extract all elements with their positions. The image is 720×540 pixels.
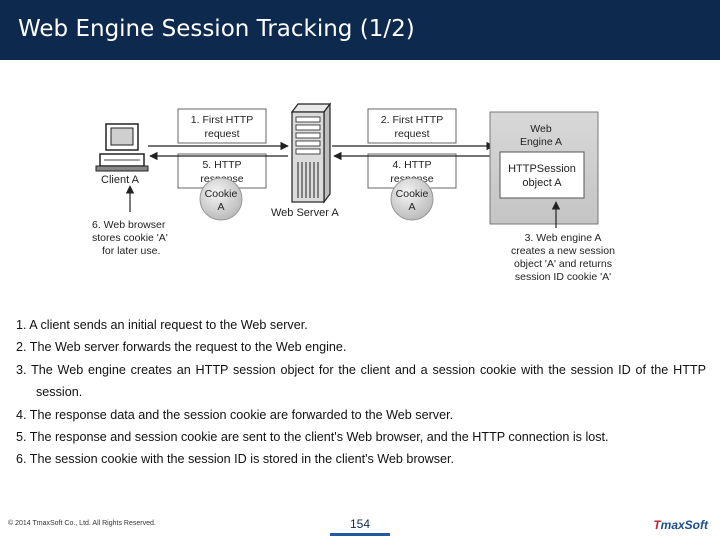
slide-title: Web Engine Session Tracking (1/2) [18, 16, 415, 42]
step3-line-4: session ID cookie 'A' [515, 271, 611, 283]
step3-line-2: creates a new session [511, 245, 615, 257]
client-label: Client A [101, 174, 140, 186]
cookie-right-line-1: Cookie [396, 188, 429, 200]
server-label: Web Server A [271, 207, 339, 219]
client-computer-icon [96, 124, 148, 171]
step6-line-2: stores cookie 'A' [92, 232, 168, 244]
copyright-text: © 2014 TmaxSoft Co., Ltd. All Rights Res… [8, 520, 156, 527]
step-item-5: 5. The response and session cookie are s… [16, 426, 706, 448]
step-item-6: 6. The session cookie with the session I… [16, 448, 706, 470]
step3-line-1: 3. Web engine A [525, 232, 602, 244]
step-item-4: 4. The response data and the session coo… [16, 404, 706, 426]
step-list: 1. A client sends an initial request to … [16, 314, 706, 471]
step4-line-1: 4. HTTP [392, 159, 431, 171]
cookie-left-line-2: A [217, 201, 224, 213]
title-bar: Web Engine Session Tracking (1/2) [0, 0, 720, 60]
step6-line-3: for later use. [102, 245, 160, 257]
step3-line-3: object 'A' and returns [514, 258, 612, 270]
step1-box: 1. First HTTP request [178, 109, 266, 143]
step-item-1: 1. A client sends an initial request to … [16, 314, 706, 336]
step1-line-2: request [204, 128, 239, 140]
step2-box: 2. First HTTP request [368, 109, 456, 143]
engine-line-2: Engine A [520, 136, 562, 148]
cookie-left-line-1: Cookie [205, 188, 238, 200]
cookie-left: Cookie A [200, 178, 242, 220]
session-tracking-diagram: Client A 1. First HTTP request 5. HTTP r… [0, 60, 720, 310]
page-number: 154 [340, 517, 380, 531]
step1-line-1: 1. First HTTP [191, 114, 253, 126]
web-server-icon [292, 104, 330, 202]
cookie-right-line-2: A [408, 201, 415, 213]
step-item-2: 2. The Web server forwards the request t… [16, 336, 706, 358]
session-object-line-2: object A [522, 177, 562, 189]
page-underline [330, 533, 390, 536]
step6-line-1: 6. Web browser [92, 219, 166, 231]
tmaxsoft-logo: TmaxSoft [653, 518, 708, 532]
logo-rest: maxSoft [661, 518, 708, 532]
step-item-3: 3. The Web engine creates an HTTP sessio… [16, 359, 706, 404]
step2-line-1: 2. First HTTP [381, 114, 443, 126]
cookie-right: Cookie A [391, 178, 433, 220]
web-engine-box: Web Engine A HTTPSession object A [490, 112, 598, 224]
step2-line-2: request [394, 128, 429, 140]
step5-line-1: 5. HTTP [202, 159, 241, 171]
session-object-line-1: HTTPSession [508, 163, 576, 175]
logo-prefix: T [653, 518, 660, 532]
engine-line-1: Web [530, 123, 552, 135]
